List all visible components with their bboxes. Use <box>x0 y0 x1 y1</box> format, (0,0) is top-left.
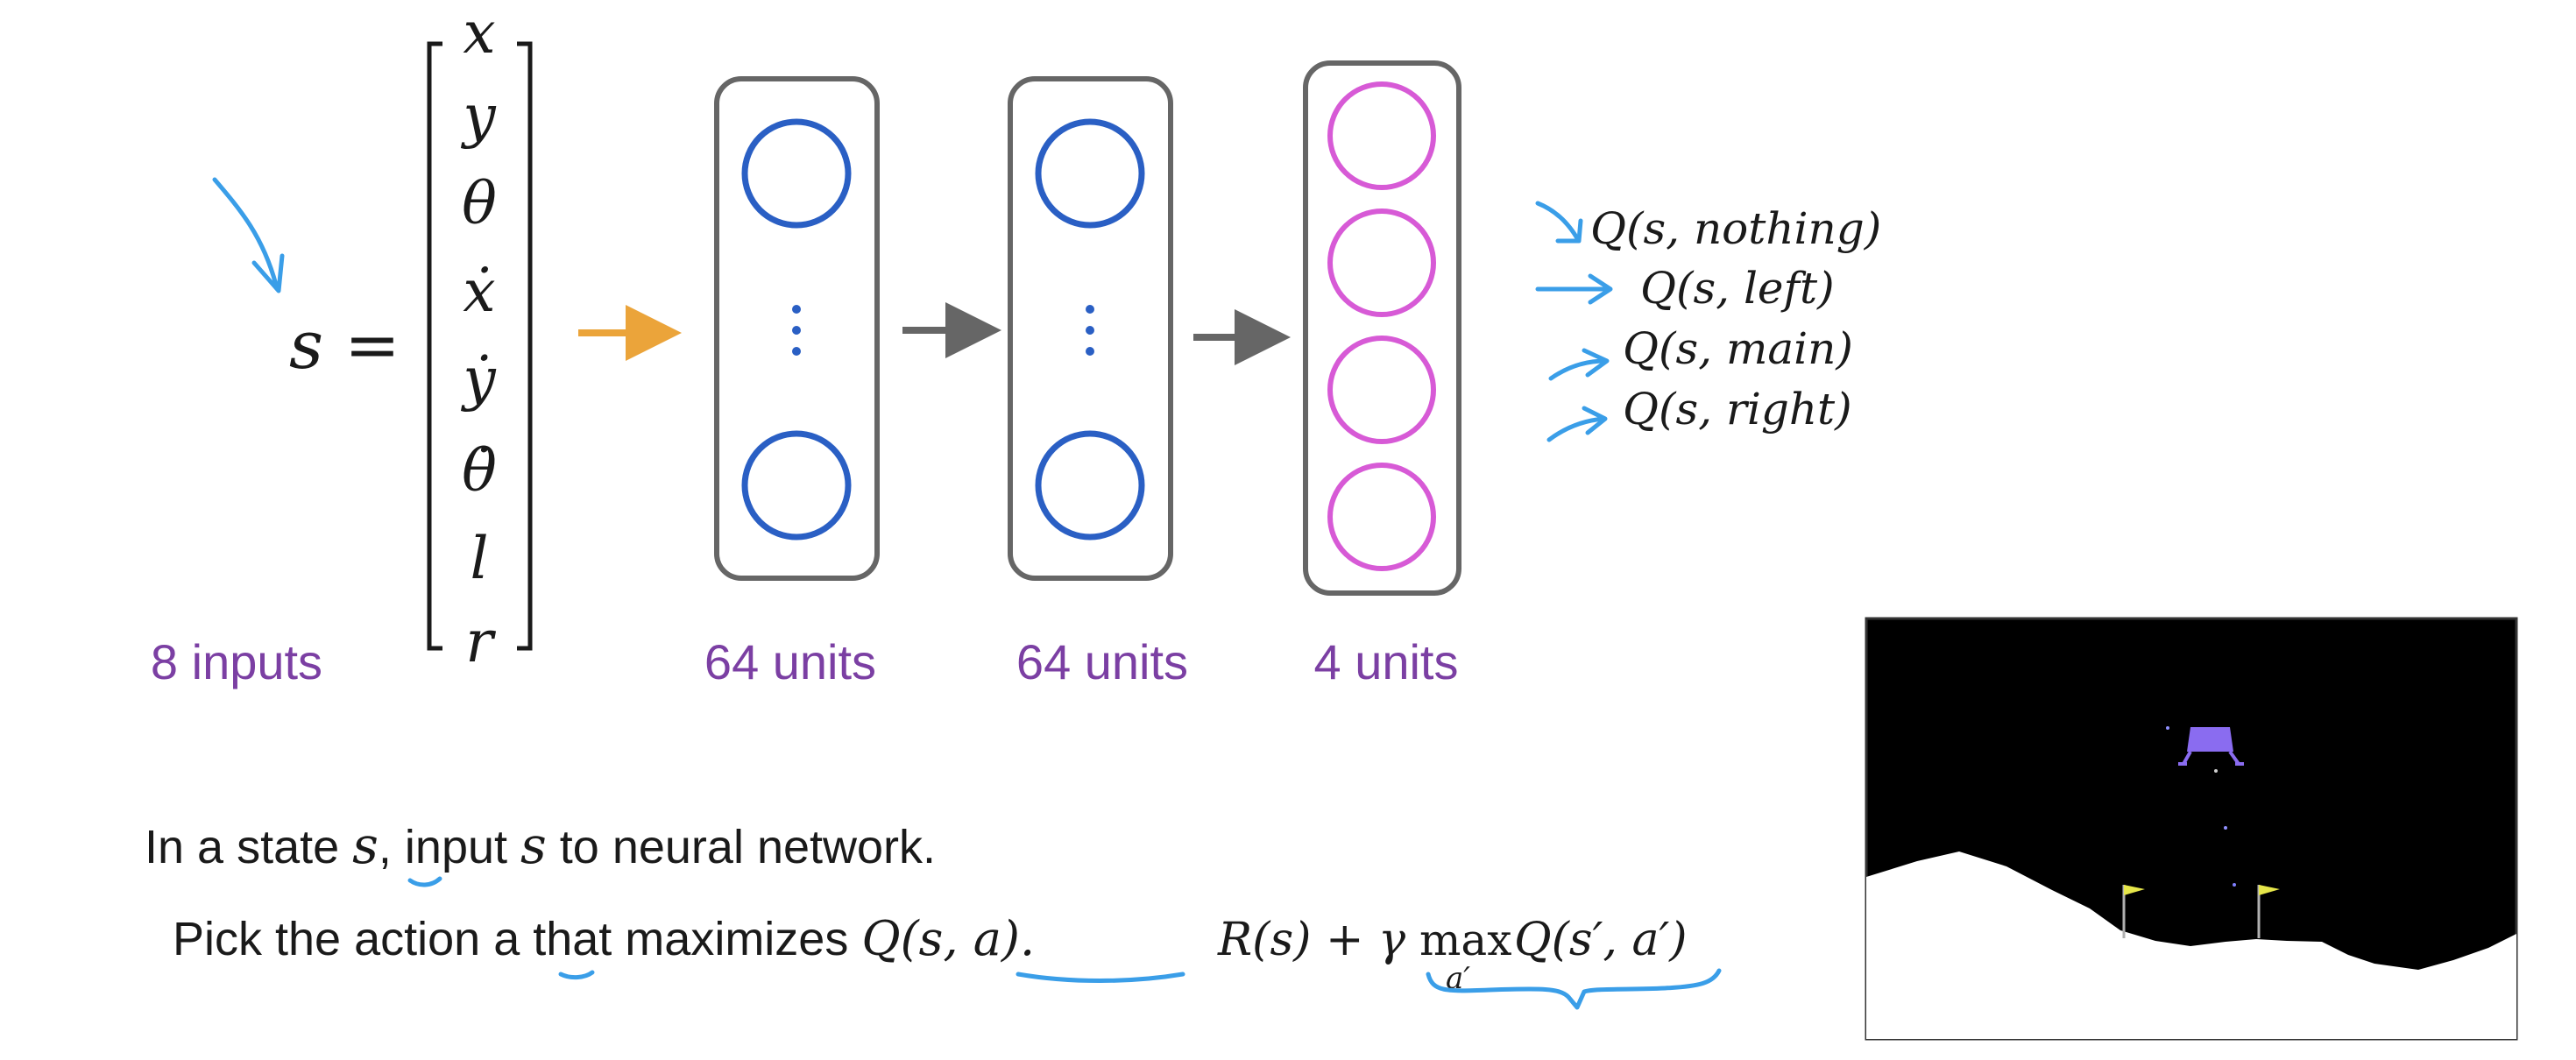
caption-state-symbol: s <box>352 816 379 875</box>
output-neuron <box>1327 208 1436 317</box>
state-component: θ <box>462 170 497 237</box>
q-value-label: Q(s, nothing) <box>1590 203 1881 254</box>
layer-box <box>714 76 880 581</box>
matrix-left-bracket <box>427 41 442 651</box>
flag-icon <box>2259 885 2280 895</box>
hidden-layer-2 <box>1008 76 1173 581</box>
hand-arrowhead-icon <box>1582 348 1610 378</box>
caption-text: , input <box>379 821 520 873</box>
hidden-neuron <box>1035 430 1145 541</box>
q-value-label: Q(s, main) <box>1623 323 1853 374</box>
lunar-terrain <box>1866 852 2516 1039</box>
hand-arrow-icon <box>1535 201 1580 241</box>
q-value-label: Q(s, right) <box>1623 384 1852 435</box>
underline-mark <box>558 970 595 980</box>
hand-arrow-icon <box>212 177 279 287</box>
hidden-neuron <box>741 118 852 229</box>
exhaust-particle <box>2214 769 2218 773</box>
caption-text: In a state <box>145 821 352 873</box>
q-formula: Q(s, a). <box>861 911 1035 966</box>
underline-mark <box>1016 972 1185 983</box>
ellipsis-dot <box>792 347 801 356</box>
hidden1-count-label: 64 units <box>704 634 876 689</box>
exhaust-particle <box>2224 826 2227 830</box>
hidden-layer-1 <box>714 76 880 581</box>
ellipsis-dot <box>1086 305 1094 314</box>
output-layer <box>1303 60 1461 596</box>
hand-arrow-icon <box>1548 358 1608 381</box>
state-component: y <box>460 82 496 150</box>
exhaust-particle <box>2166 726 2169 730</box>
hand-arrowhead-icon <box>1582 406 1608 435</box>
underline-mark <box>407 876 442 887</box>
output-neuron <box>1327 81 1436 190</box>
caption-text: a <box>493 913 520 965</box>
input-count-label: 8 inputs <box>151 634 322 689</box>
hand-arrowhead-icon <box>1555 218 1583 244</box>
output-neuron <box>1327 336 1436 444</box>
bellman-reward: R(s) + γ <box>1217 914 1406 966</box>
state-components: x y θ ẋ ẏ θ̇ l r <box>460 0 497 675</box>
caption-text: to neural network. <box>547 821 936 873</box>
ellipsis-dot <box>1086 347 1094 356</box>
exhaust-particle <box>2233 883 2236 887</box>
matrix-right-bracket <box>517 41 533 651</box>
flag-icon <box>2124 885 2145 895</box>
bellman-q: Q(s′, a′) <box>1514 914 1688 966</box>
ellipsis-dot <box>792 326 801 335</box>
output-count-label: 4 units <box>1314 634 1459 689</box>
brace-mark <box>1426 968 1722 1010</box>
caption-text: Pick the action <box>173 913 493 965</box>
ellipsis-dot <box>1086 326 1094 335</box>
hidden-neuron <box>741 430 852 541</box>
bellman-max: max <box>1419 915 1511 965</box>
caption-line-2: Pick the action a that maximizes Q(s, a)… <box>173 911 1035 966</box>
caption-line-1: In a state s, input s to neural network. <box>145 816 936 875</box>
hand-arrow-icon <box>1546 416 1606 442</box>
lunar-lander-scene <box>1865 617 2518 1041</box>
ellipsis-dot <box>792 305 801 314</box>
state-component: x <box>463 0 495 67</box>
state-lhs: s = <box>289 306 400 384</box>
hand-arrowhead-icon <box>1588 273 1613 305</box>
state-component: ẋ <box>463 258 495 325</box>
state-component: θ̇ <box>462 437 497 505</box>
output-neuron <box>1327 463 1436 571</box>
output-q-values: Q(s, nothing) Q(s, left) Q(s, main) Q(s,… <box>1535 201 1881 442</box>
hidden2-count-label: 64 units <box>1016 634 1188 689</box>
layer-box <box>1008 76 1173 581</box>
lander-icon <box>2178 727 2244 766</box>
state-component: r <box>465 608 496 675</box>
caption-state-symbol: s <box>520 816 547 875</box>
hand-arrowhead-icon <box>251 253 285 293</box>
state-component: l <box>470 525 488 592</box>
q-value-label: Q(s, left) <box>1640 263 1835 314</box>
hidden-neuron <box>1035 118 1145 229</box>
state-component: ẏ <box>460 345 496 413</box>
layer-box <box>1303 60 1461 596</box>
caption-text: that maximizes <box>520 913 861 965</box>
